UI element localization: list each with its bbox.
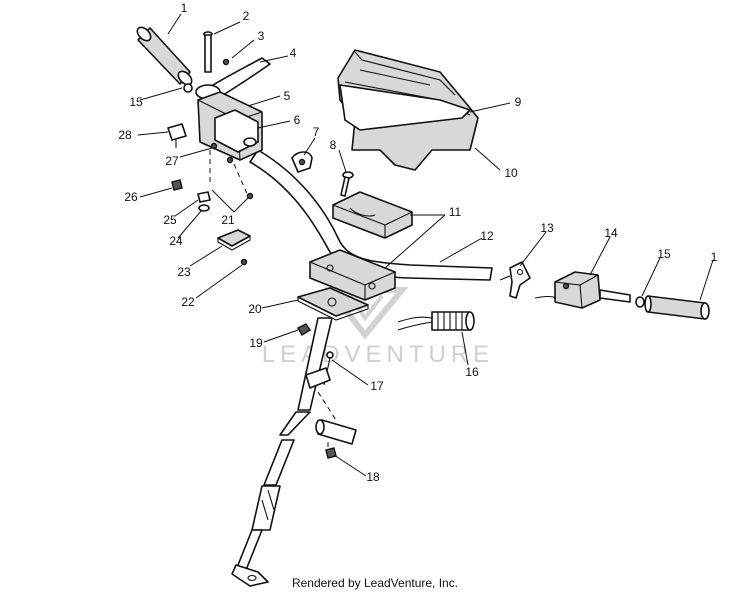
bleeder-28 (167, 123, 187, 148)
callout-clip: 3 (258, 29, 265, 43)
grip-end-right (635, 296, 645, 308)
callout-grip-end-right: 15 (657, 247, 671, 261)
callout-bolt: 8 (330, 138, 337, 152)
handlebar (249, 149, 493, 281)
callout-lever-clamp: 23 (177, 265, 191, 279)
callout-nut-25: 25 (163, 213, 177, 227)
spacer-tube (315, 419, 357, 445)
grip-left (136, 26, 193, 86)
callout-grip-right: 1 (711, 250, 718, 264)
callout-grip-left: 1 (181, 1, 188, 15)
callout-throttle-lever: 4 (290, 46, 297, 60)
screw-22 (240, 258, 248, 266)
callout-handlebar: 12 (480, 229, 494, 243)
throttle-control (499, 261, 531, 299)
bolt-17 (305, 351, 334, 389)
callout-pod-lower: 10 (504, 166, 518, 180)
callout-bracket: 7 (313, 125, 320, 139)
column-dash-line (317, 391, 337, 452)
callout-screw-21: 21 (221, 213, 235, 227)
lever-clamp (217, 229, 251, 251)
callout-washer-24: 24 (169, 234, 183, 248)
washer-27 (210, 142, 234, 164)
callout-column-plate: 20 (248, 302, 262, 316)
bracket-7 (291, 151, 313, 173)
callout-wire-coil: 16 (465, 365, 479, 379)
callout-grip-end-left: 15 (129, 95, 143, 109)
footer-credit: Rendered by LeadVenture, Inc. (291, 576, 459, 590)
clip-3 (222, 58, 230, 66)
callout-clamps: 11 (449, 205, 462, 219)
callout-bolt-17: 17 (370, 379, 384, 393)
screw-21 (246, 192, 254, 200)
callout-labels: 1 2 3 4 15 5 6 28 7 27 8 9 10 26 25 21 2… (118, 1, 717, 484)
lower-clamp (309, 249, 396, 301)
callout-pod: 9 (515, 95, 522, 109)
wire-coil (397, 311, 475, 331)
watermark-text: LEADVENTURE (262, 341, 494, 368)
dash-21 (209, 150, 249, 197)
callout-brake-housing: 6 (294, 113, 301, 127)
column-plate (297, 287, 369, 321)
pod-housing (337, 49, 479, 171)
switch-housing (534, 271, 631, 309)
callout-brake-lever: 5 (284, 89, 291, 103)
callout-switch-housing: 14 (604, 226, 618, 240)
brake-housing (197, 91, 263, 161)
callout-washer: 27 (165, 154, 179, 168)
nut-18 (325, 447, 337, 459)
upper-clamp (332, 191, 413, 239)
grip-end-left (183, 83, 193, 93)
steering-column (231, 317, 333, 587)
callout-bleeder: 28 (118, 128, 132, 142)
nut-19 (297, 323, 311, 336)
callout-screw-22: 22 (181, 295, 195, 309)
bolt-8 (340, 171, 354, 197)
callout-nut-19: 19 (249, 336, 263, 350)
pin-2 (203, 31, 213, 73)
nut-26 (171, 179, 183, 191)
callout-throttle-control: 13 (540, 221, 554, 235)
grip-right (644, 295, 710, 320)
nut-25 (197, 191, 211, 203)
callout-pin: 2 (243, 9, 250, 23)
callout-spacer: 18 (366, 470, 380, 484)
leader-lines (137, 13, 714, 477)
callout-nut-26: 26 (124, 190, 138, 204)
washer-24 (198, 204, 210, 212)
